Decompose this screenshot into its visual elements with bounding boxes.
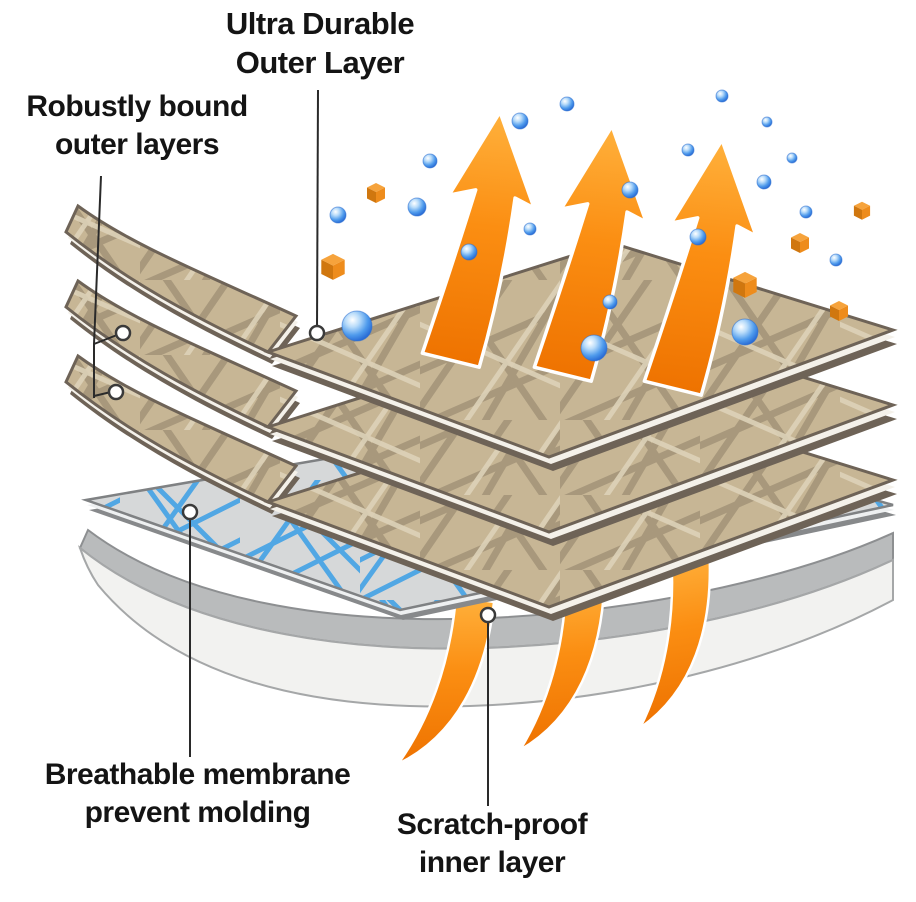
callout-dot-inner-layer [479, 606, 497, 624]
water-droplet-icon [799, 205, 813, 219]
leader-outer-layer [316, 89, 319, 331]
callout-dots [107, 324, 497, 624]
water-droplet-icon [602, 294, 618, 310]
label-breathable-membrane: Breathable membrane prevent molding [44, 758, 351, 829]
water-droplet-icon [756, 174, 772, 190]
label-bound-layers: Robustly bound outer layers [26, 90, 248, 161]
water-droplets [329, 89, 843, 362]
water-droplet-icon [786, 152, 798, 164]
water-droplet-icon [422, 153, 438, 169]
callout-dot-outer-layer [308, 324, 326, 342]
label-inner-layer: Scratch-proof inner layer [396, 808, 588, 879]
label-outer-layer: Ultra Durable Outer Layer [225, 6, 415, 81]
water-droplet-icon [761, 116, 773, 128]
water-droplet-icon [511, 112, 529, 130]
water-droplet-icon [681, 143, 695, 157]
water-droplet-icon [329, 206, 347, 224]
water-droplet-icon [407, 197, 427, 217]
water-droplet-icon [341, 310, 373, 342]
leader-bound-tick-1 [93, 334, 118, 345]
leader-bound-layers [93, 175, 102, 398]
water-droplet-icon [621, 181, 639, 199]
water-droplet-icon [460, 243, 478, 261]
dirt-particle-icon [367, 183, 385, 203]
water-droplet-icon [689, 228, 707, 246]
callout-dot-layer-2 [114, 324, 132, 342]
water-droplet-icon [731, 318, 759, 346]
water-droplet-icon [559, 96, 575, 112]
dirt-particle-icon [321, 253, 345, 280]
water-droplet-icon [715, 89, 729, 103]
dirt-particle-icon [853, 201, 871, 220]
leader-lines [93, 89, 489, 806]
water-droplet-icon [580, 334, 608, 362]
callout-dot-membrane [181, 503, 199, 521]
callout-dot-layer-3 [107, 383, 125, 401]
water-droplet-icon [829, 253, 843, 267]
water-droplet-icon [523, 222, 537, 236]
dirt-particle-icon [791, 233, 809, 253]
